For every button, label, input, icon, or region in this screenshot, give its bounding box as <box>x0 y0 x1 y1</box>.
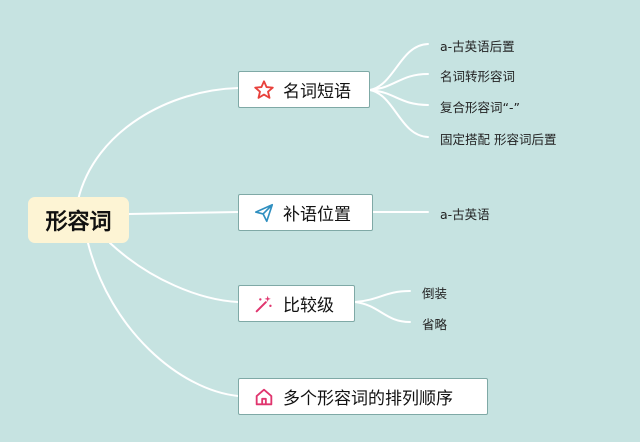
link-branch-1-leaf-2 <box>369 73 429 91</box>
magic-wand-icon <box>253 293 275 315</box>
link-root-branch-1 <box>77 87 239 201</box>
link-root-branch-4 <box>87 242 239 397</box>
leaf-node[interactable]: 名词转形容词 <box>440 69 516 84</box>
branch-label: 多个形容词的排列顺序 <box>283 389 453 409</box>
paper-plane-icon <box>253 202 275 224</box>
root-node[interactable]: 形容词 <box>28 197 129 243</box>
leaf-node[interactable]: a-古英语后置 <box>440 39 515 54</box>
branch-label: 名词短语 <box>283 82 351 102</box>
link-branch-3-leaf-1 <box>354 290 411 303</box>
branch-label: 补语位置 <box>283 205 351 225</box>
leaf-node[interactable]: 省略 <box>422 317 448 332</box>
leaf-node[interactable]: a-古英语 <box>440 207 490 222</box>
link-root-branch-2 <box>128 211 239 215</box>
root-label: 形容词 <box>45 210 112 235</box>
leaf-node[interactable]: 复合形容词“-” <box>440 100 520 115</box>
branch-node-comparative[interactable]: 比较级 <box>238 285 355 322</box>
link-root-branch-3 <box>109 242 239 303</box>
branch-node-adjective-order[interactable]: 多个形容词的排列顺序 <box>238 378 488 415</box>
branch-node-noun-phrase[interactable]: 名词短语 <box>238 71 370 108</box>
leaf-node[interactable]: 固定搭配 形容词后置 <box>440 132 557 147</box>
star-icon <box>253 79 275 101</box>
link-branch-3-leaf-2 <box>354 301 411 323</box>
link-branch-1-leaf-3 <box>369 89 429 106</box>
leaf-node[interactable]: 倒装 <box>422 286 448 301</box>
home-icon <box>253 386 275 408</box>
link-branch-1-leaf-1 <box>369 43 429 91</box>
branch-label: 比较级 <box>283 296 334 316</box>
branch-node-complement-position[interactable]: 补语位置 <box>238 194 373 231</box>
link-branch-1-leaf-4 <box>369 89 429 138</box>
